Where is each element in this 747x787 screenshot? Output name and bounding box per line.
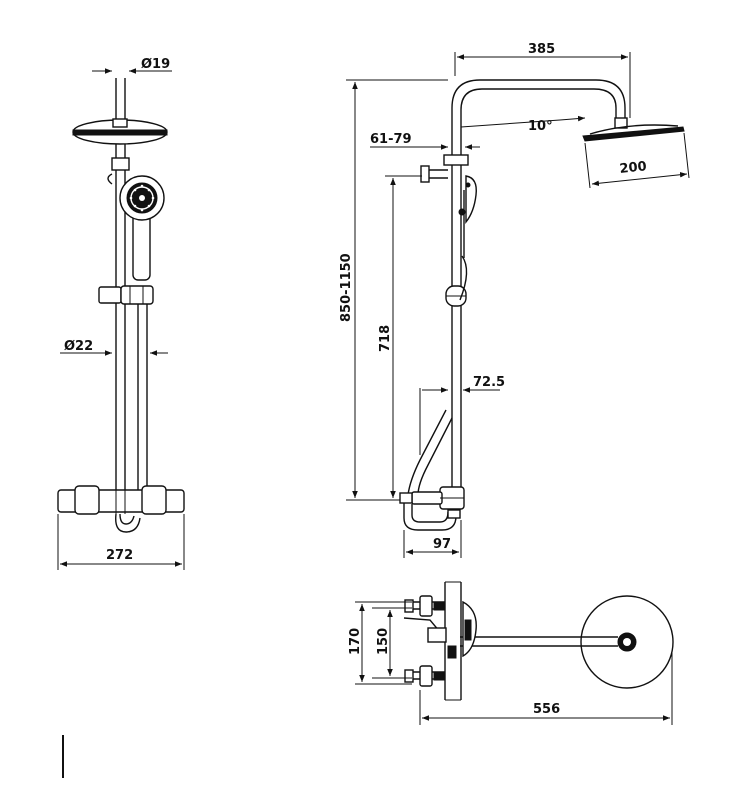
- front-view: Ø19 Ø22 272: [57, 57, 185, 570]
- dim-side-head-diameter-label: 200: [619, 159, 648, 177]
- dim-side-bar-height-label: 718: [378, 325, 393, 352]
- dim-front-width-label: 272: [106, 548, 133, 563]
- dim-side-bottom-depth-label: 97: [433, 537, 451, 552]
- dim-side-height-range: 850-1150: [339, 79, 448, 501]
- dim-top-depth-outer-label: 170: [348, 628, 363, 655]
- dim-side-offset-label: 61-79: [370, 132, 412, 147]
- dim-front-top-diameter-label: Ø19: [141, 57, 170, 72]
- dim-side-bottom-depth: 97: [403, 520, 462, 558]
- dim-side-projection-label: 72.5: [473, 375, 505, 390]
- dim-side-arm-length: 385: [454, 42, 631, 118]
- dim-side-angle-label: 10°: [528, 119, 553, 134]
- top-upper-valve: [404, 595, 445, 617]
- top-lower-valve: [404, 665, 445, 687]
- dim-side-bar-height: 718: [378, 175, 422, 498]
- dim-top-total-length: 556: [419, 650, 673, 725]
- dim-front-bar-diameter-label: Ø22: [64, 339, 93, 354]
- front-overhead-shower-head: [72, 118, 168, 145]
- front-hand-shower: [119, 175, 165, 281]
- dim-front-width: 272: [57, 514, 185, 570]
- top-view: 170 150 556: [348, 581, 674, 725]
- dim-side-height-range-label: 850-1150: [339, 253, 354, 322]
- dim-top-depth-inner: 150: [372, 607, 412, 679]
- dim-side-projection: 72.5: [419, 375, 505, 455]
- side-view: 10° 385 200 61-79: [339, 42, 690, 558]
- side-mixer-body: [399, 486, 465, 531]
- dim-top-depth-outer: 170: [348, 601, 412, 685]
- dim-side-arm-length-label: 385: [528, 42, 555, 57]
- side-hand-shower: [458, 175, 477, 258]
- dim-front-bar-diameter: Ø22: [60, 339, 168, 356]
- top-overhead-shower-head: [580, 595, 674, 689]
- front-mixer-body: [57, 485, 185, 533]
- dim-side-head-diameter: 200: [584, 132, 690, 189]
- dim-side-offset: 61-79: [370, 132, 480, 150]
- dim-top-total-length-label: 556: [533, 702, 560, 717]
- front-slider-holder: [98, 285, 154, 305]
- dim-front-top-diameter: Ø19: [92, 57, 172, 74]
- dim-top-depth-inner-label: 150: [376, 628, 391, 655]
- side-overhead-shower-head: [582, 117, 685, 142]
